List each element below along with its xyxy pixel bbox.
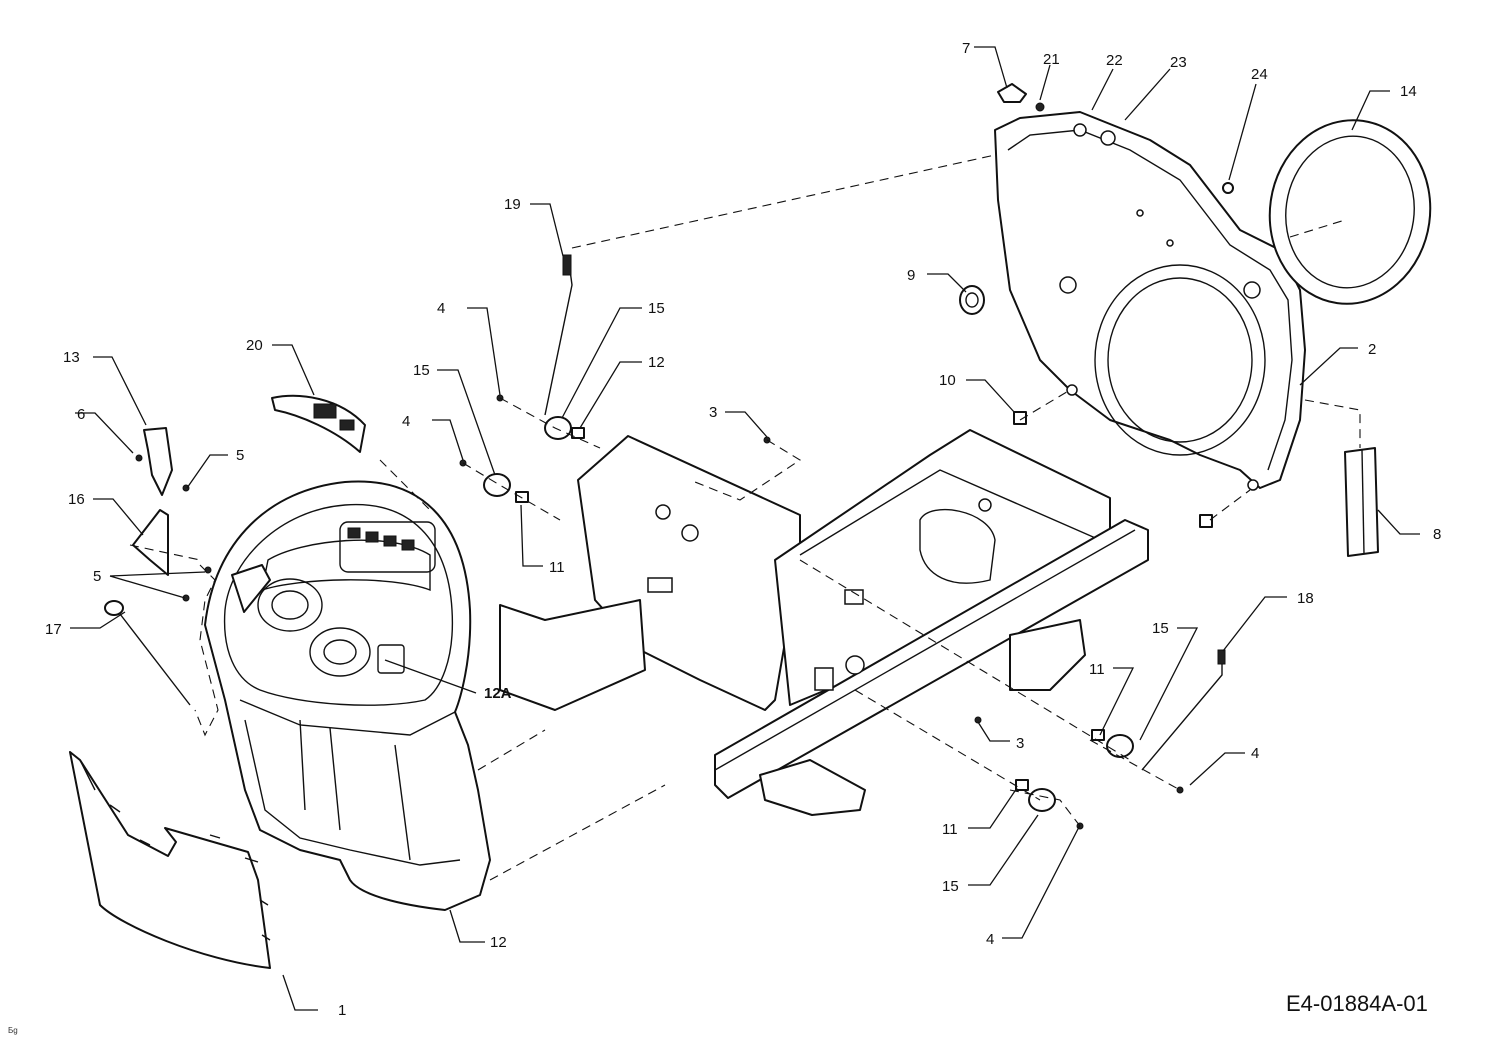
part-18-rod [1141, 649, 1226, 771]
assembly-dash-lines [129, 154, 1361, 881]
callout-24: 24 [1251, 66, 1268, 83]
callout-9: 9 [907, 267, 915, 284]
callout-6: 6 [77, 406, 85, 423]
main-frame [499, 429, 1149, 816]
callout-16: 16 [68, 491, 85, 508]
callout-12-top: 12 [648, 354, 665, 371]
callout-20: 20 [246, 337, 263, 354]
callout-15-top: 15 [648, 300, 665, 317]
callout-12-bottom: 12 [490, 934, 507, 951]
part-19-rod [544, 254, 573, 416]
callout-23: 23 [1170, 54, 1187, 71]
part-20-panel-insert [271, 394, 366, 453]
part-1-bottom-panel [69, 751, 271, 969]
callout-4-mid: 4 [402, 413, 410, 430]
callout-11-bottom: 11 [942, 821, 958, 838]
callout-15-bottom: 15 [942, 878, 959, 895]
part-21-screw [1035, 102, 1045, 112]
part-13-lever [143, 427, 173, 496]
callout-5-upper: 5 [236, 447, 244, 464]
callout-4-bottom: 4 [986, 931, 994, 948]
callout-1: 1 [338, 1002, 346, 1019]
callout-5-lower: 5 [93, 568, 101, 585]
callout-7: 7 [962, 40, 970, 57]
callout-4-right: 4 [1251, 745, 1259, 762]
part-7-cap [997, 83, 1027, 103]
callout-3-lower: 3 [1016, 735, 1024, 752]
callout-15-left: 15 [413, 362, 430, 379]
part-9-nut [959, 285, 985, 315]
part-14-ring [1268, 119, 1432, 305]
callout-14: 14 [1400, 83, 1417, 100]
callout-2: 2 [1368, 341, 1376, 358]
callout-labels: 1 2 3 3 4 4 4 4 5 5 6 7 8 9 10 11 11 11 … [45, 40, 1441, 1019]
part-17-knob-rod [104, 600, 191, 706]
callout-8: 8 [1433, 526, 1441, 543]
callout-11-right: 11 [1089, 661, 1105, 678]
callout-15-right: 15 [1152, 620, 1169, 637]
callout-13: 13 [63, 349, 80, 366]
part-24-plug [1222, 182, 1234, 194]
callout-11-left: 11 [549, 559, 565, 576]
part-2-fender-plate [994, 111, 1306, 491]
part-16-bracket [132, 509, 169, 576]
callout-12a: 12A [484, 685, 512, 702]
callout-10: 10 [939, 372, 956, 389]
callout-21: 21 [1043, 51, 1060, 68]
part-8-tube [1344, 447, 1379, 557]
washers-bushings [459, 394, 1213, 830]
callout-4-top: 4 [437, 300, 445, 317]
callout-19: 19 [504, 196, 521, 213]
corner-mark: Бg [8, 1026, 18, 1035]
callout-22: 22 [1106, 52, 1123, 69]
callout-18: 18 [1297, 590, 1314, 607]
part-12-dash-console [204, 480, 491, 911]
leader-lines [70, 46, 1420, 1011]
callout-17: 17 [45, 621, 62, 638]
diagram-code: E4-01884A-01 [1286, 991, 1428, 1016]
callout-3-upper: 3 [709, 404, 717, 421]
